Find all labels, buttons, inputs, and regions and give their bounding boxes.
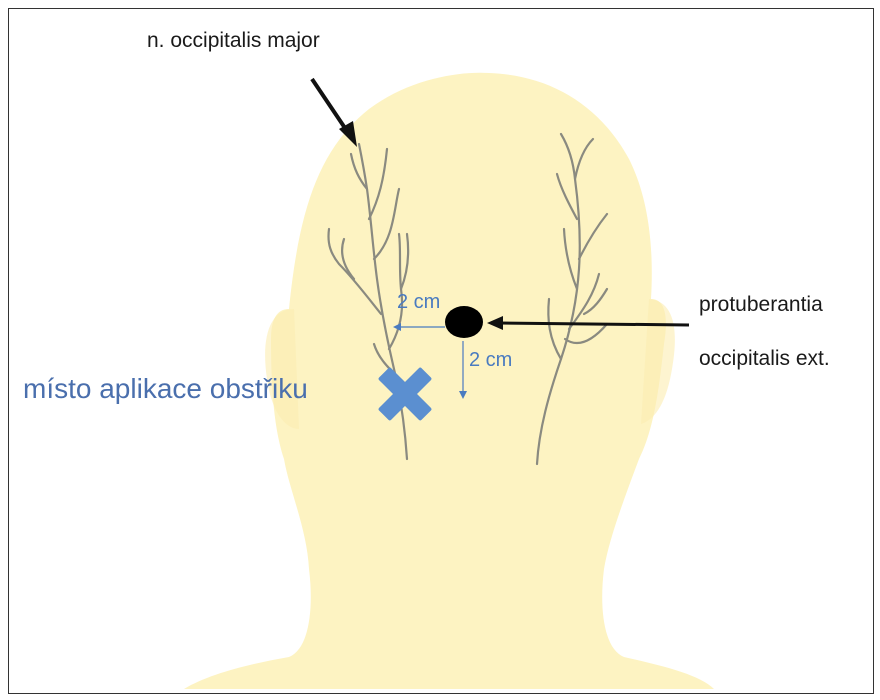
left-ear xyxy=(265,309,299,429)
nerve-arrow xyxy=(312,79,357,147)
nerve-label: n. occipitalis major xyxy=(147,29,320,53)
vertical-distance-label: 2 cm xyxy=(469,349,512,372)
protuberance-label-line1: protuberantia xyxy=(699,293,823,317)
diagram-frame: n. occipitalis major protuberantia occip… xyxy=(8,8,874,694)
protuberance-label-line2: occipitalis ext. xyxy=(699,347,830,371)
injection-site-label: místo aplikace obstřiku xyxy=(23,373,308,405)
horizontal-distance-label: 2 cm xyxy=(397,291,440,314)
black-dot-icon xyxy=(445,306,483,338)
